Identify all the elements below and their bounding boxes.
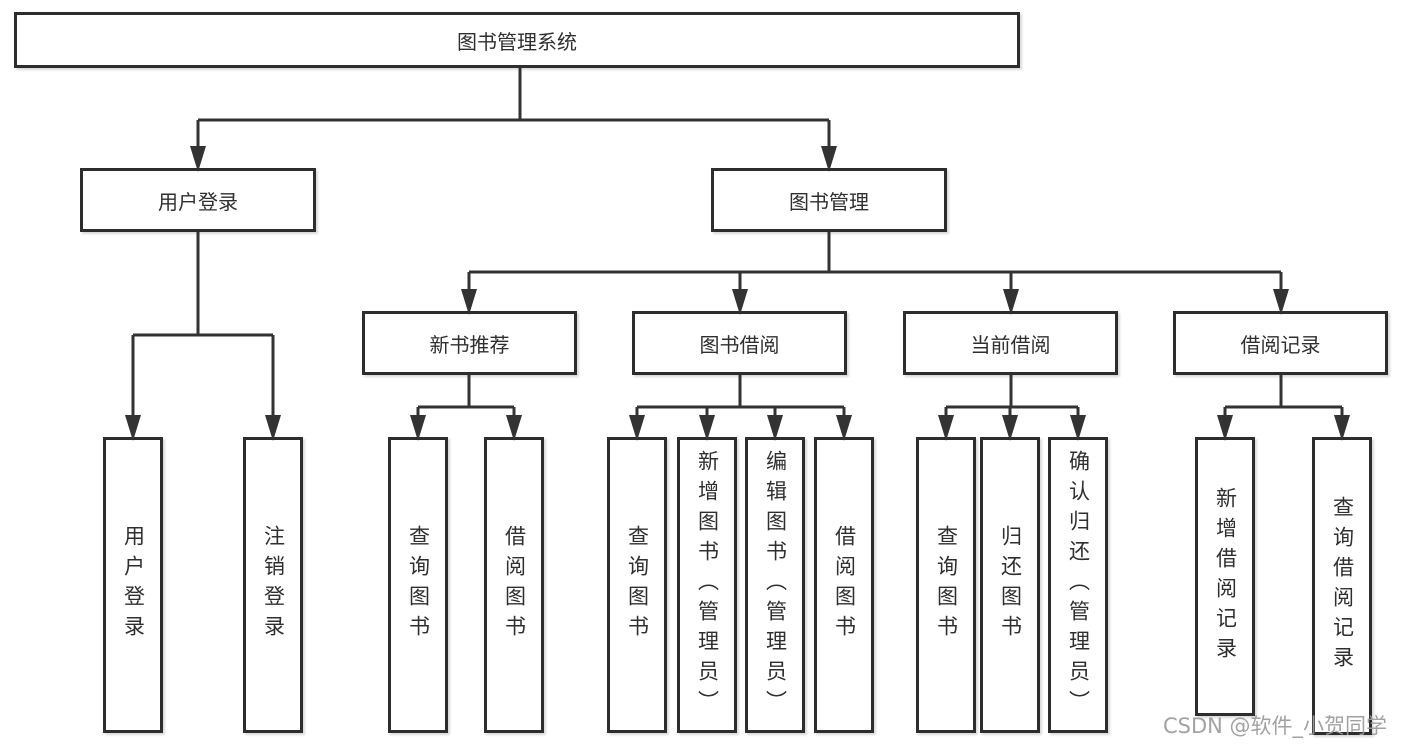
node-book-borrow-label: 图书借阅 [699, 332, 780, 357]
leaf-logout-label: 注销登录 [261, 525, 286, 645]
node-user-login-label: 用户登录 [158, 189, 238, 214]
node-root: 图书管理系统 [14, 12, 1020, 68]
node-current-borrow: 当前借阅 [903, 311, 1118, 375]
leaf-confirm-return-admin: 确认归还（管理员） [1048, 437, 1108, 733]
node-book-management-label: 图书管理 [789, 189, 869, 214]
node-new-book-recommend-label: 新书推荐 [429, 332, 510, 357]
leaf-query-books-recommend: 查询图书 [388, 437, 448, 733]
node-user-login: 用户登录 [80, 168, 316, 232]
node-borrow-records-label: 借阅记录 [1240, 332, 1321, 357]
node-root-label: 图书管理系统 [457, 29, 577, 54]
node-current-borrow-label: 当前借阅 [970, 332, 1051, 357]
leaf-add-book-admin-label: 新增图书（管理员） [695, 450, 720, 720]
leaf-query-books-borrow: 查询图书 [607, 437, 667, 733]
watermark: CSDN @软件_小贺同学 [1163, 714, 1388, 738]
leaf-confirm-return-admin-label: 确认归还（管理员） [1066, 450, 1091, 720]
leaf-query-borrow-record: 查询借阅记录 [1312, 437, 1372, 735]
leaf-query-books-current: 查询图书 [916, 437, 976, 733]
leaf-query-books-current-label: 查询图书 [934, 525, 959, 645]
leaf-borrow-books-recommend-label: 借阅图书 [502, 525, 527, 645]
leaf-user-login: 用户登录 [103, 437, 163, 733]
node-borrow-records: 借阅记录 [1173, 311, 1388, 375]
leaf-add-book-admin: 新增图书（管理员） [677, 437, 737, 733]
leaf-edit-book-admin: 编辑图书（管理员） [745, 437, 805, 733]
leaf-edit-book-admin-label: 编辑图书（管理员） [763, 450, 788, 720]
leaf-query-borrow-record-label: 查询借阅记录 [1330, 496, 1355, 676]
leaf-borrow-books-2-label: 借阅图书 [832, 525, 857, 645]
leaf-borrow-books-recommend: 借阅图书 [484, 437, 544, 733]
leaf-return-book: 归还图书 [980, 437, 1040, 733]
leaf-query-books-borrow-label: 查询图书 [625, 525, 650, 645]
leaf-add-borrow-record-label: 新增借阅记录 [1213, 486, 1238, 667]
leaf-add-borrow-record: 新增借阅记录 [1195, 437, 1255, 716]
leaf-query-books-recommend-label: 查询图书 [406, 525, 431, 645]
node-book-management: 图书管理 [711, 168, 947, 232]
leaf-return-book-label: 归还图书 [998, 525, 1023, 645]
node-book-borrow: 图书借阅 [632, 311, 847, 375]
leaf-borrow-books-2: 借阅图书 [814, 437, 874, 733]
leaf-user-login-label: 用户登录 [121, 525, 146, 645]
node-new-book-recommend: 新书推荐 [362, 311, 577, 375]
leaf-logout: 注销登录 [243, 437, 303, 733]
